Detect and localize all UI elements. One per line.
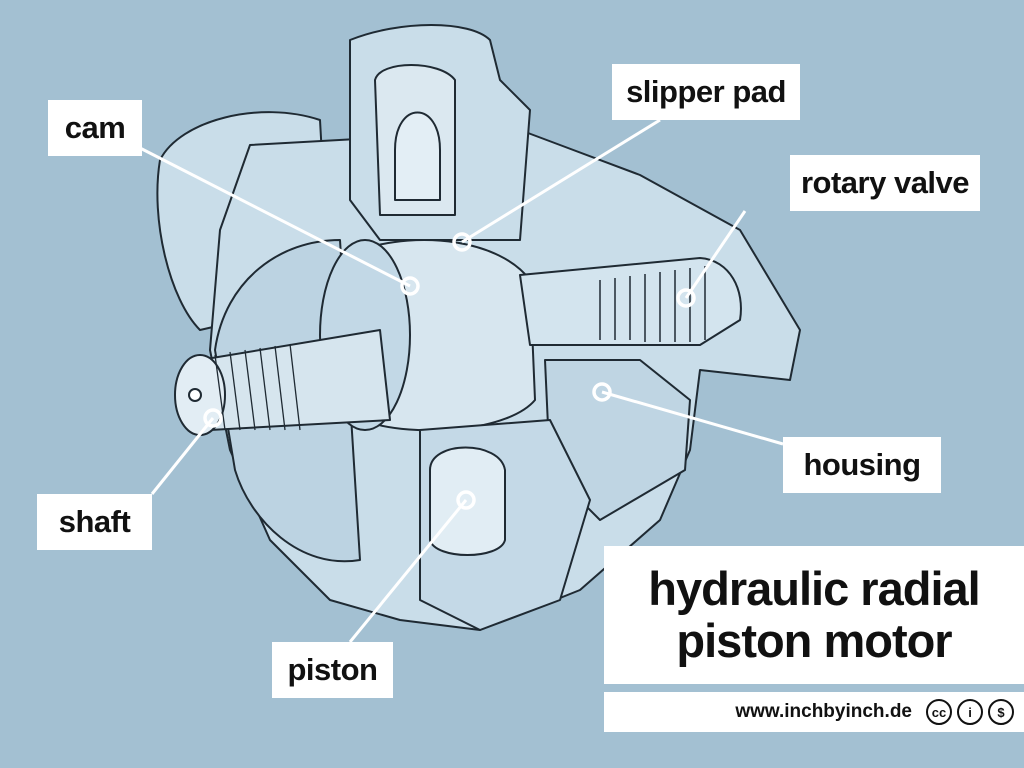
label-shaft: shaft <box>37 494 152 550</box>
dot-housing <box>592 382 612 402</box>
dot-slipper-pad <box>452 232 472 252</box>
noncommercial-icon: $ <box>988 699 1014 725</box>
label-cam: cam <box>48 100 142 156</box>
title-line-1: hydraulic radial <box>648 562 980 615</box>
attribution-icon: i <box>957 699 983 725</box>
dot-piston <box>456 490 476 510</box>
cc-icon: cc <box>926 699 952 725</box>
label-slipper-pad: slipper pad <box>612 64 800 120</box>
label-housing: housing <box>783 437 941 493</box>
lower-piston <box>429 446 506 556</box>
dot-rotary-valve <box>676 288 696 308</box>
dot-cam <box>400 276 420 296</box>
label-rotary-valve: rotary valve <box>790 155 980 211</box>
title-line-2: piston motor <box>676 614 952 667</box>
callout-lines <box>139 118 784 643</box>
title-box: hydraulic radial piston motor <box>604 546 1024 684</box>
footer-url: www.inchbyinch.de <box>735 701 912 722</box>
top-piston <box>394 111 441 201</box>
label-piston: piston <box>272 642 393 698</box>
dot-shaft <box>203 408 223 428</box>
callout-dots <box>203 232 696 510</box>
footer-box: www.inchbyinch.de cc i $ <box>604 692 1024 732</box>
